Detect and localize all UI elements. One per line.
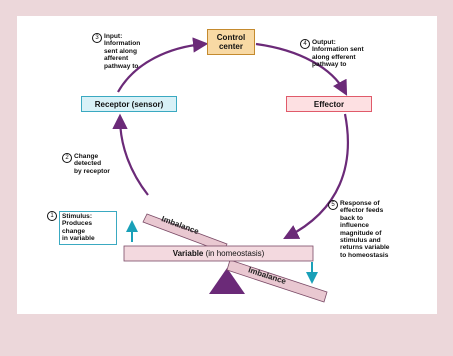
- variable-bar: [123, 245, 314, 262]
- step-2-text: Change detected by receptor: [74, 153, 110, 175]
- diagram-panel: [17, 16, 437, 314]
- arrow-receptor-to-control: [117, 37, 209, 93]
- step-3-text: Input: Information sent along afferent p…: [104, 33, 141, 70]
- step-number-1: 1: [47, 211, 57, 221]
- step-5-text: Response of effector feeds back to influ…: [340, 200, 390, 259]
- receptor-label: Receptor (sensor): [94, 100, 164, 109]
- fulcrum: [209, 268, 245, 294]
- receptor-box: Receptor (sensor): [81, 96, 177, 112]
- variable-label-bold: Variable: [172, 249, 204, 258]
- arrow-stimulus-to-receptor: [112, 113, 149, 196]
- step-number-3: 3: [92, 33, 102, 43]
- stimulus-text-box: Stimulus: Produces change in variable: [59, 211, 117, 245]
- arrow-control-to-effector: [255, 42, 348, 96]
- imbalance-board-right: [226, 259, 328, 303]
- effector-box: Effector: [286, 96, 372, 112]
- variable-label-normal: (in homeostasis): [205, 249, 265, 258]
- step-number-5: 5: [328, 200, 338, 210]
- arrow-effector-to-variable: [283, 113, 349, 239]
- step-number-2: 2: [62, 153, 72, 163]
- control-center-label: Control center: [216, 33, 246, 51]
- control-center-box: Control center: [207, 29, 255, 55]
- stimulus-text: Stimulus: Produces change in variable: [62, 213, 95, 243]
- step-4-text: Output: Information sent along efferent …: [312, 39, 364, 69]
- step-number-4: 4: [300, 39, 310, 49]
- stimulus-note: 1 Stimulus: Produces change in variable: [47, 211, 127, 245]
- effector-label: Effector: [313, 100, 345, 109]
- variable-label: Variable (in homeostasis): [124, 249, 313, 261]
